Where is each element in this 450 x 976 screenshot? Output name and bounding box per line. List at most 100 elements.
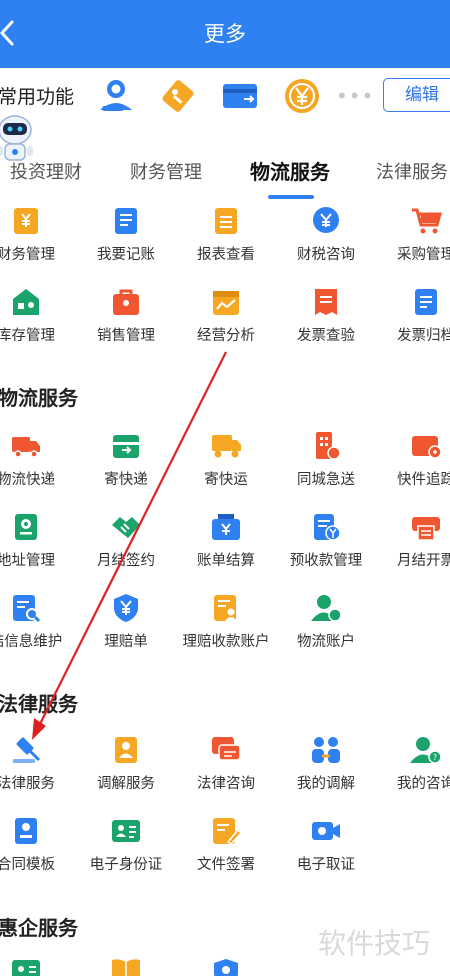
parcel-box-icon xyxy=(113,435,139,458)
grid-item-label: 我的咨询 xyxy=(397,776,450,792)
grid-item[interactable]: 我要记账 xyxy=(76,205,176,279)
user-question-icon: ? xyxy=(410,737,442,764)
grid-item[interactable]: 财务管理 xyxy=(0,205,76,279)
logistics-section-title: 物流服务 xyxy=(0,386,78,410)
grid-item[interactable]: 法律服务 xyxy=(0,734,76,808)
grid-item-label: 采购管理 xyxy=(397,247,450,263)
grid-item[interactable]: 寄快运 xyxy=(176,430,276,504)
grid-item-label: 合同模板 xyxy=(0,857,55,873)
invoice-check-icon xyxy=(315,289,337,315)
prepay-doc-icon xyxy=(314,514,341,541)
grid-item-label: 法律咨询 xyxy=(197,776,255,792)
tag-coin-icon[interactable] xyxy=(158,76,198,116)
shield-yuan-icon xyxy=(114,594,138,622)
grid-item[interactable]: 账单结算 xyxy=(176,511,276,585)
badge-card-icon[interactable] xyxy=(10,958,42,976)
cart-icon xyxy=(412,208,442,234)
chat-bubbles-icon xyxy=(212,737,241,761)
grid-item[interactable]: 理赔单 xyxy=(76,592,176,666)
id-card-icon xyxy=(112,820,140,842)
grid-item[interactable]: 法律咨询 xyxy=(176,734,276,808)
grid-item[interactable]: 物流账户 xyxy=(276,592,376,666)
grid-item-label: 物流账户 xyxy=(297,634,355,650)
grid-item[interactable]: 理赔收款账户 xyxy=(176,592,276,666)
grid-item-label: 经营分析 xyxy=(197,328,255,344)
grid-item-label: 调解服务 xyxy=(97,776,155,792)
grid-item[interactable]: 库存管理 xyxy=(0,286,76,360)
grid-item[interactable]: 我的调解 xyxy=(276,734,376,808)
grid-item-label: 发票归档 xyxy=(397,328,450,344)
grid-item[interactable]: 电子身份证 xyxy=(76,815,176,889)
grid-item[interactable]: 合同模板 xyxy=(0,815,76,889)
common-functions-label: 常用功能 xyxy=(0,86,75,108)
category-tabs: 投资理财 财务管理 物流服务 法律服务 xyxy=(0,140,450,202)
yuan-bubble-icon xyxy=(313,207,339,233)
sign-doc-icon xyxy=(213,818,242,845)
top-bar: 更多 xyxy=(0,0,450,68)
grid-item[interactable]: ? 我的咨询 xyxy=(376,734,450,808)
edit-button[interactable]: 编辑 xyxy=(383,78,450,112)
grid-item-label: 电子取证 xyxy=(297,857,355,873)
grid-item-label: 我的调解 xyxy=(297,776,355,792)
grid-item[interactable]: 结信息维护 xyxy=(0,592,76,666)
legal-section-title: 法律服务 xyxy=(0,692,78,716)
grid-item[interactable]: 发票查验 xyxy=(276,286,376,360)
camera-icon xyxy=(312,822,340,840)
page-title: 更多 xyxy=(204,22,246,46)
tab-legal[interactable]: 法律服务 xyxy=(376,162,448,183)
card-transfer-icon[interactable] xyxy=(220,76,260,116)
grid-item[interactable]: 经营分析 xyxy=(176,286,276,360)
yuan-file-icon xyxy=(14,208,38,234)
grid-item[interactable]: 物流快递 xyxy=(0,430,76,504)
grid-item[interactable]: 同城急送 xyxy=(276,430,376,504)
grid-item-label: 快件追踪 xyxy=(397,472,450,488)
address-pin-icon xyxy=(15,514,37,540)
user-service-icon[interactable] xyxy=(96,76,136,116)
grid-item[interactable]: 月结开票 xyxy=(376,511,450,585)
grid-item[interactable]: 预收款管理 xyxy=(276,511,376,585)
shield-icon[interactable] xyxy=(210,958,242,976)
tab-finance[interactable]: 财务管理 xyxy=(130,162,202,183)
more-dots[interactable]: ••• xyxy=(336,84,375,108)
grid-item[interactable]: 发票归档 xyxy=(376,286,450,360)
grid-item-label: 库存管理 xyxy=(0,328,55,344)
grid-item[interactable]: 地址管理 xyxy=(0,511,76,585)
analysis-calendar-icon xyxy=(213,291,239,315)
handshake-icon xyxy=(112,517,140,538)
robot-assistant-icon[interactable] xyxy=(0,112,36,168)
grid-item[interactable]: 电子取证 xyxy=(276,815,376,889)
people-icon xyxy=(312,737,340,763)
chevron-left-icon[interactable] xyxy=(0,16,24,50)
grid-item[interactable]: 销售管理 xyxy=(76,286,176,360)
contract-icon xyxy=(15,818,37,844)
grid-item[interactable]: 采购管理 xyxy=(376,205,450,279)
grid-item-label: 我要记账 xyxy=(97,247,155,263)
grid-item[interactable]: 财税咨询 xyxy=(276,205,376,279)
grid-item[interactable]: 调解服务 xyxy=(76,734,176,808)
huiqi-section-title: 惠企服务 xyxy=(0,916,78,940)
grid-item[interactable]: 文件签署 xyxy=(176,815,276,889)
book-icon[interactable] xyxy=(110,958,142,976)
grid-item-label: 财税咨询 xyxy=(297,247,355,263)
grid-item-label: 法律服务 xyxy=(0,776,55,792)
gavel-icon xyxy=(13,737,41,763)
ledger-icon xyxy=(115,208,137,234)
tab-investment[interactable]: 投资理财 xyxy=(10,162,82,183)
sales-bag-icon xyxy=(113,289,139,315)
printer-icon xyxy=(412,517,440,541)
warehouse-icon xyxy=(13,289,39,315)
grid-item[interactable]: 月结签约 xyxy=(76,511,176,585)
grid-item[interactable]: 寄快递 xyxy=(76,430,176,504)
tab-logistics[interactable]: 物流服务 xyxy=(250,160,330,184)
grid-item[interactable]: 快件追踪 xyxy=(376,430,450,504)
grid-item-label: 报表查看 xyxy=(197,247,255,263)
cargo-truck-icon xyxy=(212,435,241,458)
invoice-archive-icon xyxy=(415,289,437,315)
report-icon xyxy=(215,208,237,234)
grid-item-label: 发票查验 xyxy=(297,328,355,344)
yuan-coin-icon[interactable] xyxy=(282,76,322,116)
grid-item-label: 销售管理 xyxy=(97,328,155,344)
tracking-card-icon xyxy=(412,436,442,459)
grid-item-label: 文件签署 xyxy=(197,857,255,873)
grid-item[interactable]: 报表查看 xyxy=(176,205,276,279)
